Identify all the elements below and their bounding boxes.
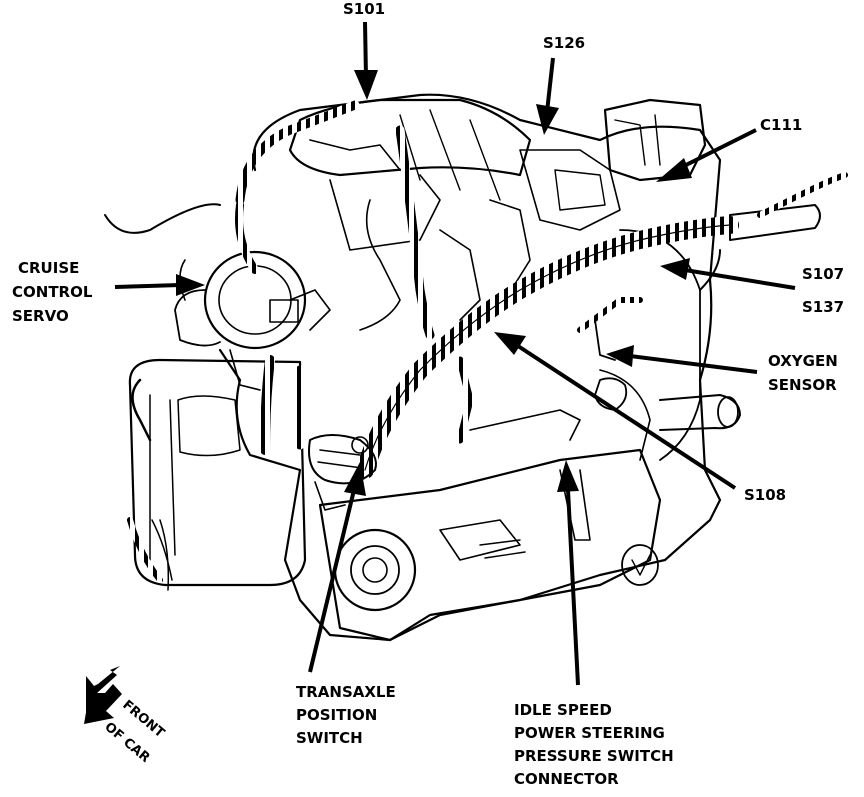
label-s108: S108 (744, 486, 786, 504)
label-s101: S101 (343, 0, 385, 18)
label-idle-1: IDLE SPEED (514, 701, 612, 719)
label-idle-2: POWER STEERING (514, 724, 665, 742)
label-transaxle-1: TRANSAXLE (296, 683, 396, 701)
callout-arrows (86, 21, 796, 722)
transaxle-housing (318, 448, 662, 642)
label-transaxle-3: SWITCH (296, 729, 363, 747)
label-cruise-2: CONTROL (12, 283, 93, 301)
label-transaxle-2: POSITION (296, 706, 377, 724)
label-idle-3: PRESSURE SWITCH (514, 747, 674, 765)
label-c111: C111 (760, 116, 802, 134)
label-s107: S107 (802, 265, 844, 283)
oxygen-arrow (629, 354, 758, 374)
s108-arrow (516, 344, 737, 490)
idle-arrow (566, 489, 580, 686)
label-oxygen-2: SENSOR (768, 376, 837, 394)
label-cruise-3: SERVO (12, 307, 69, 325)
label-oxygen-1: OXYGEN (768, 352, 838, 370)
label-s137: S137 (802, 298, 844, 316)
coolant-reservoir (128, 358, 307, 587)
engine-illustration (104, 93, 848, 642)
label-s126: S126 (543, 34, 585, 52)
axle-flange (333, 528, 417, 612)
label-cruise-1: CRUISE (18, 259, 79, 277)
reservoir-hose (131, 378, 152, 442)
engine-block (218, 93, 722, 642)
s107-arrow (684, 268, 796, 290)
transaxle-arrow (308, 489, 356, 673)
s101-arrow (363, 21, 368, 79)
label-idle-4: CONNECTOR (514, 770, 619, 788)
cruise-arrow (114, 283, 181, 289)
s126-arrow (545, 57, 555, 113)
labels: S101 S126 C111 CRUISE CONTROL SERVO S107… (12, 0, 844, 788)
c111-arrow (675, 128, 757, 172)
